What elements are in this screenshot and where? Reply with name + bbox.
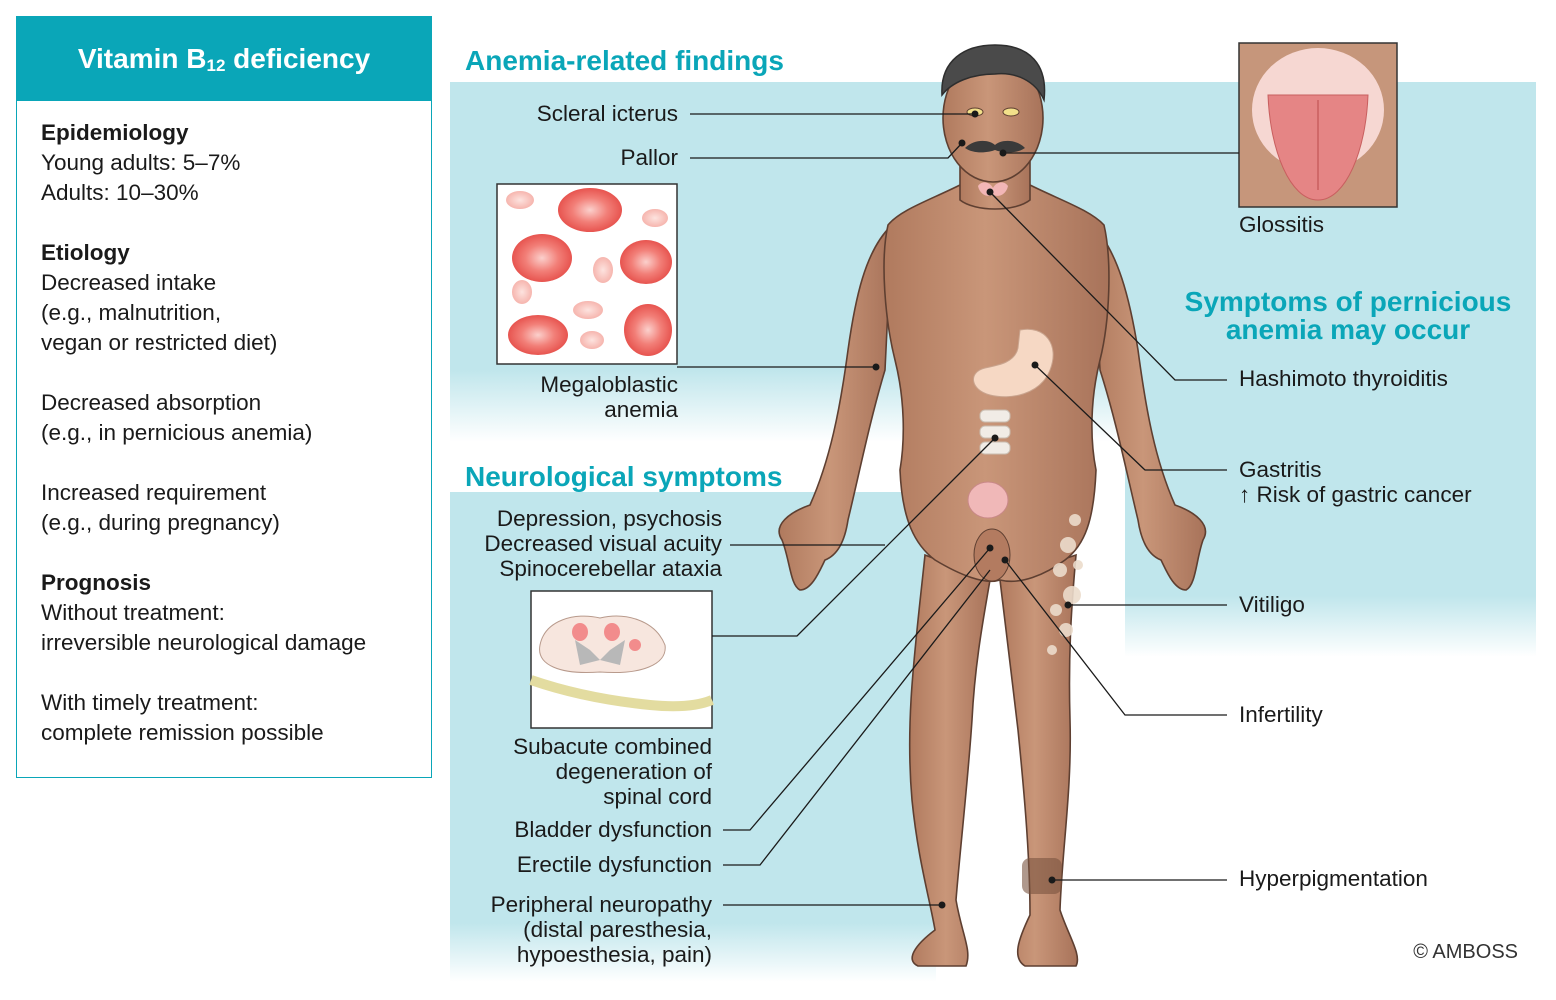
prognosis-line: With timely treatment:: [41, 690, 259, 715]
neuro-band: [450, 492, 936, 982]
section-neuro: Neurological symptoms: [465, 461, 783, 492]
vitiligo-patch: [1047, 514, 1083, 655]
copyright: © AMBOSS: [1413, 941, 1518, 963]
label-infertility: Infertility: [1239, 702, 1323, 727]
prognosis-line: irreversible neurological damage: [41, 630, 367, 655]
bladder: [967, 481, 1009, 519]
info-panel: Vitamin B12 deficiency Epidemiology Youn…: [16, 16, 432, 778]
hyperpigmentation-patch: [1022, 858, 1062, 894]
etiology-line: vegan or restricted diet): [41, 330, 278, 355]
panel-title: Vitamin B12 deficiency: [17, 17, 431, 101]
label-hashimoto: Hashimoto thyroiditis: [1239, 366, 1448, 391]
label-erectile: Erectile dysfunction: [516, 852, 712, 877]
spinal-cord-section: [539, 615, 666, 674]
etiology-line: Increased requirement: [41, 480, 267, 505]
label-scleral-icterus: Scleral icterus: [536, 101, 678, 126]
etiology-line: Decreased intake: [41, 270, 217, 295]
label-glossitis: Glossitis: [1239, 212, 1325, 237]
nerve-fiber: [529, 675, 714, 712]
stomach: [973, 328, 1054, 398]
label-megaloblastic: Megaloblastic anemia: [540, 372, 678, 422]
label-vitiligo: Vitiligo: [1239, 592, 1305, 617]
etiology-heading: Etiology: [41, 240, 130, 265]
leader-line: [677, 113, 1239, 906]
label-gastritis: Gastritis ↑ Risk of gastric cancer: [1239, 457, 1472, 507]
epidemiology-heading: Epidemiology: [41, 120, 189, 145]
thyroid: [978, 182, 1008, 196]
label-pallor: Pallor: [620, 145, 678, 170]
pernicious-band: [1125, 352, 1536, 657]
hair: [941, 44, 1046, 103]
panel-body: Epidemiology Young adults: 5–7% Adults: …: [17, 101, 431, 748]
eye-right: [1002, 107, 1020, 117]
etiology-line: (e.g., during pregnancy): [41, 510, 280, 535]
label-cns: Depression, psychosis Decreased visual a…: [484, 506, 722, 581]
section-anemia: Anemia-related findings: [465, 45, 784, 76]
epidemiology-line: Adults: 10–30%: [41, 180, 199, 205]
label-bladder: Bladder dysfunction: [514, 817, 712, 842]
section-pernicious: Symptoms of pernicious anemia may occur: [1184, 286, 1512, 345]
rbc-cell: [506, 188, 672, 356]
moustache: [965, 140, 1025, 153]
prognosis-heading: Prognosis: [41, 570, 152, 595]
label-hyperpigmentation: Hyperpigmentation: [1239, 866, 1428, 891]
epidemiology-line: Young adults: 5–7%: [41, 150, 241, 175]
label-neuropathy: Peripheral neuropathy (distal paresthesi…: [490, 892, 712, 967]
prognosis-line: Without treatment:: [41, 600, 225, 625]
etiology-line: (e.g., malnutrition,: [41, 300, 222, 325]
anchor-dot: [872, 110, 1072, 909]
spine-segment: [979, 409, 1011, 455]
etiology-line: Decreased absorption: [41, 390, 262, 415]
etiology-line: (e.g., in pernicious anemia): [41, 420, 313, 445]
prognosis-line: complete remission possible: [41, 720, 324, 745]
genital-area: [973, 528, 1011, 582]
label-scd: Subacute combined degeneration of spinal…: [513, 734, 712, 809]
